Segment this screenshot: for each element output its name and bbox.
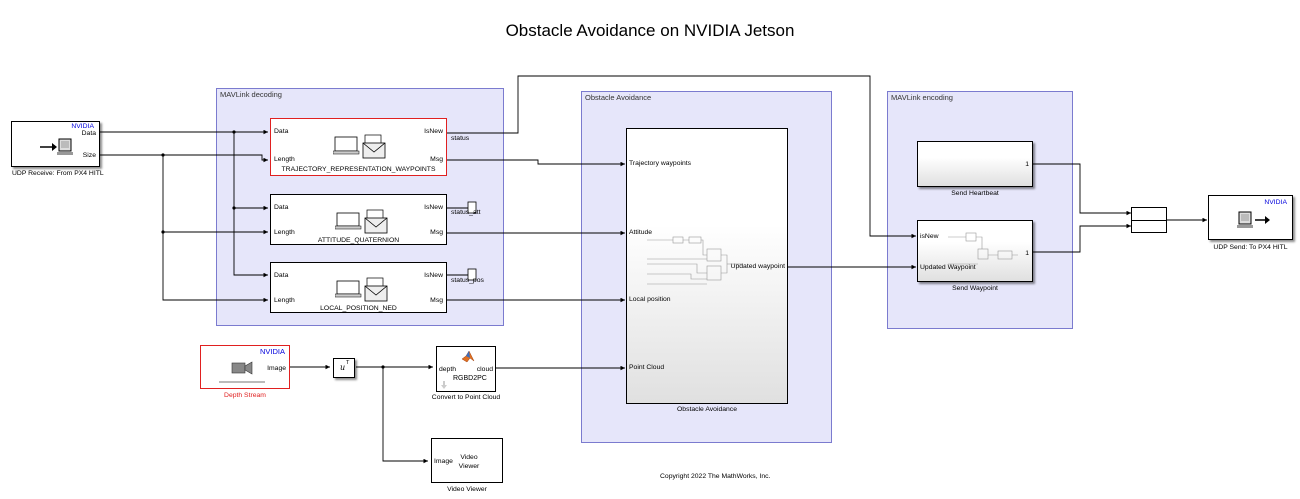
port-updated-waypoint: Updated waypoint <box>730 263 785 270</box>
port-data: Data <box>81 130 96 137</box>
decoder-trajectory-block[interactable]: Data Length IsNew Msg TRAJECTORY_REPRESE… <box>270 118 447 176</box>
mux-block[interactable] <box>1131 207 1167 233</box>
video-viewer-name: Video Viewer <box>458 454 480 470</box>
port-size: Size <box>82 152 96 159</box>
diagram-title: Obstacle Avoidance on NVIDIA Jetson <box>505 21 795 40</box>
subsystem-label: Obstacle Avoidance <box>585 93 652 102</box>
rgbd2pc-name: RGBD2PC <box>453 375 487 382</box>
depth-stream-block[interactable]: NVIDIA Image <box>200 345 290 389</box>
port-data: Data <box>274 204 289 211</box>
signal-label-status-att: status_att <box>451 209 481 216</box>
decoder-name: LOCAL_POSITION_NED <box>320 305 397 312</box>
decoder-position-block[interactable]: Data Length IsNew Msg LOCAL_POSITION_NED <box>270 262 447 313</box>
port-image: Image <box>267 365 286 372</box>
rgbd2pc-caption: Convert to Point Cloud <box>431 394 501 401</box>
envelope-laptop-icon <box>333 134 386 159</box>
port-updated-waypoint: Updated Waypoint <box>920 264 976 271</box>
download-arrow-icon <box>441 381 447 389</box>
obstacle-avoidance-block[interactable]: Trajectory waypoints Attitude Local posi… <box>626 128 788 404</box>
mux-divider <box>1132 220 1166 221</box>
port-cloud: cloud <box>476 366 493 373</box>
signal-label-status-pos: status_pos <box>451 277 484 284</box>
port-data: Data <box>274 128 289 135</box>
nvidia-label: NVIDIA <box>71 123 94 130</box>
subsystem-label: MAVLink encoding <box>891 93 953 102</box>
port-isnew: isNew <box>920 233 939 240</box>
port-data: Data <box>274 272 289 279</box>
subsystem-preview-icon <box>948 232 1018 265</box>
udp-receive-caption: UDP Receive: From PX4 HITL <box>12 170 104 177</box>
depth-stream-caption: Depth Stream <box>224 392 266 399</box>
transpose-block[interactable]: u T <box>333 358 355 378</box>
signal-label-status: status <box>451 135 470 142</box>
video-viewer-caption: Video Viewer <box>447 486 487 493</box>
video-viewer-block[interactable]: Image Video Viewer <box>431 438 503 483</box>
port-isnew: IsNew <box>424 204 443 211</box>
decoder-attitude-block[interactable]: Data Length IsNew Msg ATTITUDE_QUATERNIO… <box>270 194 447 245</box>
port-out: 1 <box>1025 161 1029 168</box>
port-attitude: Attitude <box>629 229 653 236</box>
udp-send-caption: UDP Send: To PX4 HITL <box>1213 244 1288 251</box>
send-waypoint-block[interactable]: isNew Updated Waypoint 1 <box>917 220 1033 282</box>
port-image: Image <box>434 458 453 465</box>
send-heartbeat-caption: Send Heartbeat <box>951 190 999 197</box>
subsystem-preview-icon <box>647 236 742 285</box>
envelope-laptop-icon <box>335 209 388 234</box>
port-msg: Msg <box>430 229 443 236</box>
envelope-laptop-icon <box>335 277 388 302</box>
nvidia-label: NVIDIA <box>1264 199 1287 206</box>
subsystem-label: MAVLink decoding <box>220 90 282 99</box>
nvidia-label: NVIDIA <box>259 347 285 356</box>
camera-icon <box>231 361 253 375</box>
rgbd2pc-block[interactable]: depth cloud RGBD2PC <box>436 346 496 392</box>
send-heartbeat-block[interactable]: 1 <box>917 141 1033 187</box>
camera-spec-line <box>219 381 265 383</box>
decoder-name: ATTITUDE_QUATERNION <box>317 237 400 244</box>
port-depth: depth <box>439 366 457 373</box>
udp-receive-block[interactable]: NVIDIA Data Size <box>11 121 100 167</box>
port-length: Length <box>274 229 295 236</box>
port-point-cloud: Point Cloud <box>629 364 665 371</box>
port-length: Length <box>274 156 295 163</box>
transpose-symbol: u <box>340 363 346 372</box>
computer-icon <box>40 138 73 155</box>
port-isnew: IsNew <box>424 128 443 135</box>
port-msg: Msg <box>430 156 443 163</box>
subsystem-mavlink-encoding[interactable]: MAVLink encoding <box>887 91 1073 329</box>
decoder-name: TRAJECTORY_REPRESENTATION_WAYPOINTS <box>281 166 436 173</box>
port-out: 1 <box>1025 250 1029 257</box>
send-waypoint-caption: Send Waypoint <box>952 285 998 292</box>
copyright-text: Copyright 2022 The MathWorks, Inc. <box>660 473 771 480</box>
port-length: Length <box>274 297 295 304</box>
port-trajectory-waypoints: Trajectory waypoints <box>629 160 692 167</box>
udp-send-block[interactable]: NVIDIA <box>1208 195 1293 240</box>
port-msg: Msg <box>430 297 443 304</box>
matlab-function-icon <box>461 350 475 363</box>
obstacle-avoidance-caption: Obstacle Avoidance <box>677 406 737 413</box>
port-local-position: Local position <box>629 296 671 303</box>
computer-send-icon <box>1237 211 1270 228</box>
port-isnew: IsNew <box>424 272 443 279</box>
transpose-superscript: T <box>346 360 350 366</box>
